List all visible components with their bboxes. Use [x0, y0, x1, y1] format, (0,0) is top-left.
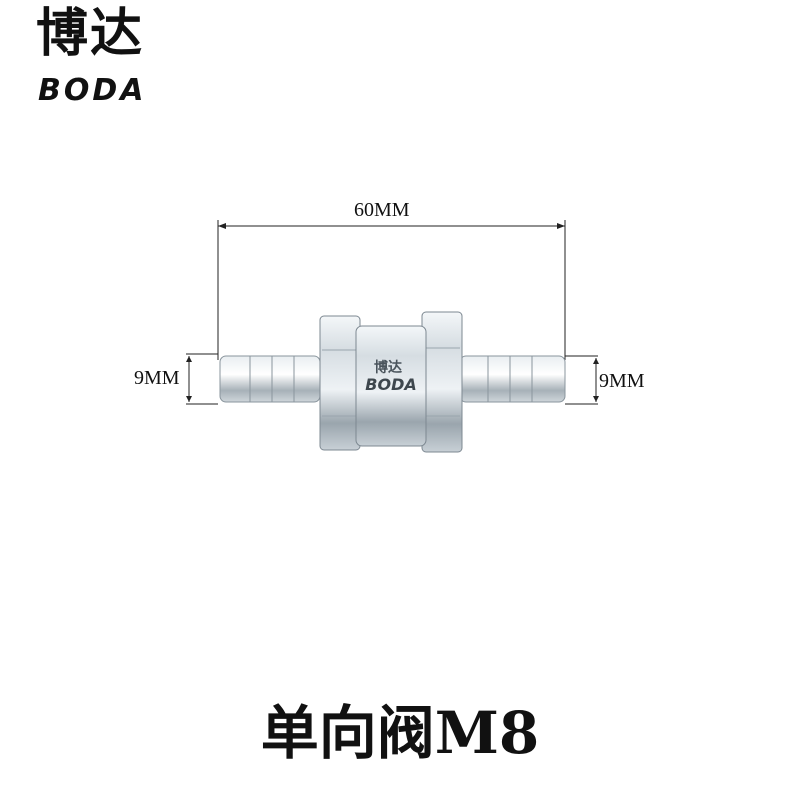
- valve-body: 博达 BODA: [355, 325, 427, 447]
- dimension-lines: [186, 220, 598, 405]
- left-hex-nut: [319, 315, 361, 451]
- left-hose-barb: [219, 355, 321, 403]
- right-hose-barb: [459, 355, 566, 403]
- right-hex-nut: [421, 311, 463, 453]
- brand-logo-en: BODA: [38, 73, 147, 108]
- brand-logo-cn: 博达: [36, 4, 145, 64]
- body-marking-en: BODA: [365, 375, 416, 394]
- right-diameter-label: 9MM: [599, 370, 645, 392]
- product-title: 单向阀M8: [260, 699, 540, 767]
- body-marking-cn: 博达: [374, 359, 402, 376]
- dimension-arrows: [186, 223, 599, 402]
- left-diameter-label: 9MM: [134, 367, 180, 389]
- total-length-label: 60MM: [354, 199, 410, 221]
